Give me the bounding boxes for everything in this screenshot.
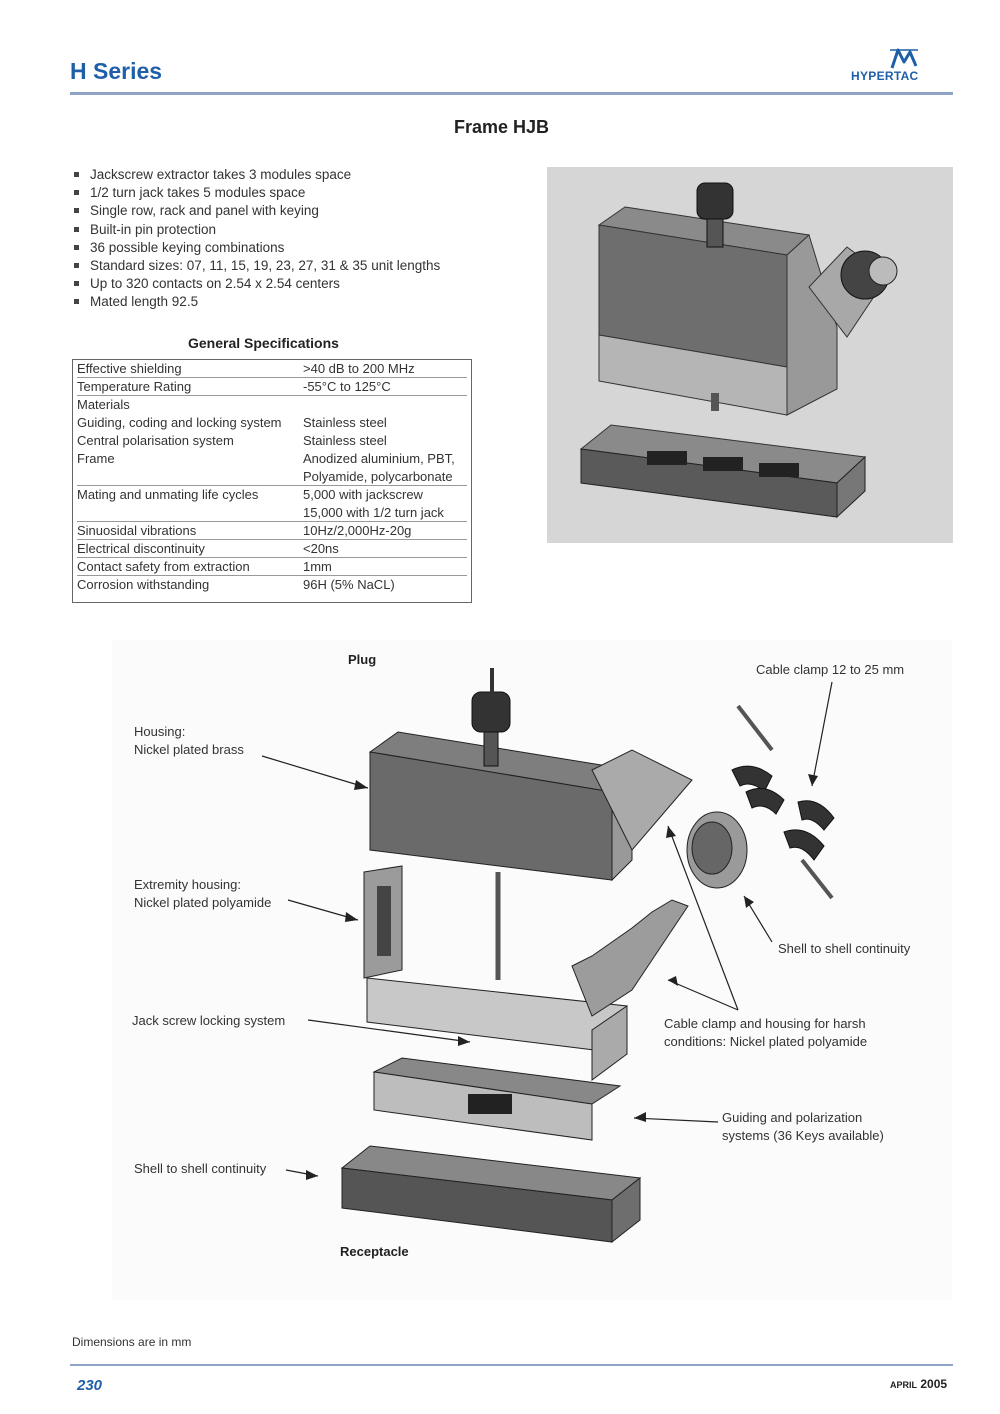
feature-item: Jackscrew extractor takes 3 modules spac… [74, 166, 440, 184]
spec-label: Mating and unmating life cycles [77, 487, 259, 502]
jack-screw-label: Jack screw locking system [132, 1013, 286, 1028]
spec-value: 96H (5% NaCL) [303, 577, 395, 592]
page-number: 230 [77, 1377, 103, 1394]
shell-continuity-label-right: Shell to shell continuity [778, 941, 911, 956]
spec-table: Effective shielding >40 dB to 200 MHz Tem… [72, 359, 472, 603]
publication-month: APRIL [890, 1380, 917, 1390]
shell-continuity-label-left: Shell to shell continuity [134, 1161, 267, 1176]
frame-title: Frame HJB [454, 117, 550, 137]
feature-item: Built-in pin protection [74, 221, 440, 239]
exploded-view-drawing [112, 640, 952, 1300]
spec-value: -55°C to 125°C [303, 379, 391, 394]
spec-label: Contact safety from extraction [77, 559, 250, 574]
spec-label: Temperature Rating [77, 379, 192, 394]
footer-rule [70, 1364, 953, 1366]
spec-value: Stainless steel [303, 415, 387, 430]
receptacle-label: Receptacle [340, 1244, 409, 1259]
spec-label: Materials [77, 397, 130, 412]
spec-value: Stainless steel [303, 433, 387, 448]
housing-label: Housing: [134, 724, 186, 739]
spec-label: Guiding, coding and locking system [77, 415, 282, 430]
spec-value: 15,000 with 1/2 turn jack [303, 505, 444, 520]
feature-list: Jackscrew extractor takes 3 modules spac… [74, 166, 440, 312]
spec-value: <20ns [303, 541, 339, 556]
exploded-diagram: Plug Cable clamp 12 to 25 mm Housing: Ni… [72, 610, 952, 1310]
extremity-material-label: Nickel plated polyamide [134, 895, 272, 910]
publication-date: APRIL 2005 [890, 1377, 947, 1391]
connector-product-image [547, 167, 953, 543]
spec-value: 1mm [303, 559, 332, 574]
spec-value: >40 dB to 200 MHz [303, 361, 415, 376]
spec-title: General Specifications [188, 335, 339, 351]
spec-label: Sinuosidal vibrations [77, 523, 197, 538]
header-rule [70, 92, 953, 95]
extremity-housing-label: Extremity housing: [134, 877, 241, 892]
publication-year: 2005 [920, 1377, 948, 1391]
cable-clamp-label: Cable clamp 12 to 25 mm [756, 662, 905, 677]
spec-divider [77, 485, 467, 486]
guiding-label: Guiding and polarization [722, 1110, 863, 1125]
spec-divider [77, 575, 467, 576]
spec-value: 10Hz/2,000Hz-20g [303, 523, 412, 538]
hypertac-logo-icon [890, 48, 918, 69]
feature-item: Up to 320 contacts on 2.54 x 2.54 center… [74, 275, 440, 293]
brand-name: HYPERTAC [851, 69, 919, 83]
spec-value: Polyamide, polycarbonate [303, 469, 453, 484]
spec-label: Electrical discontinuity [77, 541, 205, 556]
clamp-housing-material-label: conditions: Nickel plated polyamide [664, 1034, 868, 1049]
series-title: H Series [70, 58, 163, 84]
feature-item: Mated length 92.5 [74, 293, 440, 311]
feature-item: Standard sizes: 07, 11, 15, 19, 23, 27, … [74, 257, 440, 275]
spec-label: Effective shielding [77, 361, 182, 376]
plug-label: Plug [348, 652, 377, 667]
feature-item: 36 possible keying combinations [74, 239, 440, 257]
feature-item: Single row, rack and panel with keying [74, 202, 440, 220]
clamp-housing-label: Cable clamp and housing for harsh [664, 1016, 866, 1031]
dimensions-note: Dimensions are in mm [72, 1335, 192, 1349]
spec-value: Anodized aluminium, PBT, [303, 451, 455, 466]
guiding-keys-label: systems (36 Keys available) [722, 1128, 884, 1143]
spec-label: Frame [77, 451, 115, 466]
spec-label: Central polarisation system [77, 433, 234, 448]
spec-divider [77, 557, 467, 558]
spec-label: Corrosion withstanding [77, 577, 210, 592]
spec-divider [77, 377, 467, 378]
spec-divider [77, 539, 467, 540]
housing-material-label: Nickel plated brass [134, 742, 244, 757]
spec-divider [77, 521, 467, 522]
spec-divider [77, 395, 467, 396]
spec-value: 5,000 with jackscrew [303, 487, 423, 502]
feature-item: 1/2 turn jack takes 5 modules space [74, 184, 440, 202]
